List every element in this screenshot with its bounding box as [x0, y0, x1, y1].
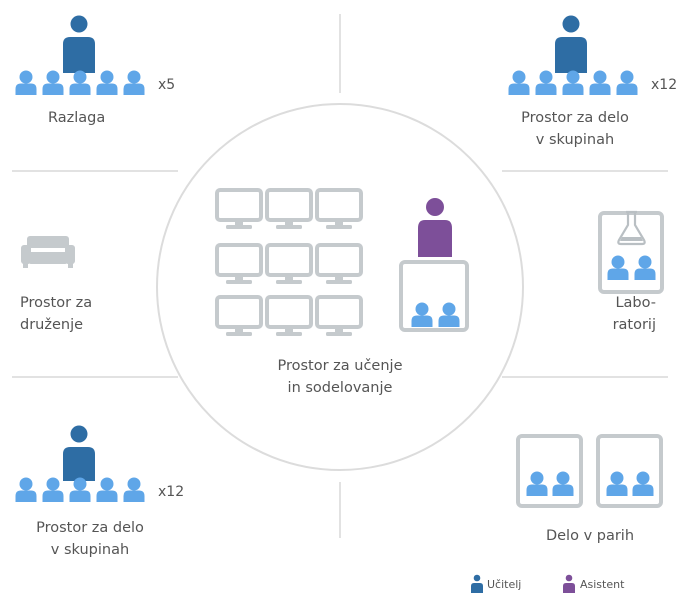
student-icons: [508, 70, 638, 95]
pair-work-label-line: Delo v parih: [545, 528, 635, 544]
learning-space-label-line2: in sodelovanje: [287, 380, 393, 396]
sofa-icon: [21, 236, 75, 268]
lecture-group-icon: [15, 15, 145, 95]
teacher-icon: [555, 15, 587, 73]
laboratory-icon: [598, 210, 664, 294]
center-circle: [156, 103, 524, 471]
group-work-bottom-label-line1: Prostor za delo: [36, 520, 144, 536]
student-icons: [526, 471, 654, 496]
group-work-icon-bottom: [15, 425, 145, 502]
social-space-label-line1: Prostor za: [20, 295, 93, 311]
laboratory-label-line2: ratorij: [612, 317, 656, 333]
assistant-desk-icon: [399, 198, 469, 332]
group-work-top-label-line1: Prostor za delo: [521, 110, 629, 126]
student-icons: [607, 255, 656, 280]
group-work-top-label-line2: v skupinah: [535, 132, 615, 148]
social-space-label-line2: druženje: [20, 317, 84, 333]
legend-icons: [471, 574, 575, 593]
group-work-icon-top: [508, 15, 638, 95]
lecture-label: Razlaga: [48, 107, 128, 129]
assistant-legend-icon: [563, 574, 575, 593]
learning-space-label: Prostor za učenje in sodelovanje: [260, 355, 420, 399]
teacher-icon: [63, 425, 95, 481]
legend-teacher-label: Učitelj: [487, 578, 522, 591]
teacher-icon: [63, 15, 95, 73]
teacher-legend-icon: [471, 574, 483, 593]
group-work-top-multiplier: x12: [651, 77, 678, 93]
pair-work-icon: [516, 434, 663, 508]
legend-assistant-label: Asistent: [580, 578, 625, 591]
flask-icon: [617, 210, 646, 246]
group-work-bottom-label: Prostor za delo v skupinah: [20, 517, 160, 561]
social-space-label: Prostor za druženje: [20, 292, 140, 336]
student-icons: [15, 70, 145, 95]
assistant-icon: [418, 198, 452, 257]
laboratory-label: Labo- ratorij: [560, 292, 656, 336]
learning-space-label-line1: Prostor za učenje: [277, 358, 403, 374]
student-icons: [15, 477, 145, 502]
group-work-top-label: Prostor za delo v skupinah: [505, 107, 645, 151]
lecture-multiplier: x5: [158, 77, 176, 93]
group-work-bottom-label-line2: v skupinah: [50, 542, 130, 558]
divider-lines: [12, 14, 668, 538]
laboratory-label-line1: Labo-: [615, 295, 656, 311]
lecture-label-line: Razlaga: [48, 110, 106, 126]
group-work-bottom-multiplier: x12: [158, 484, 185, 500]
pair-work-label: Delo v parih: [520, 525, 660, 547]
